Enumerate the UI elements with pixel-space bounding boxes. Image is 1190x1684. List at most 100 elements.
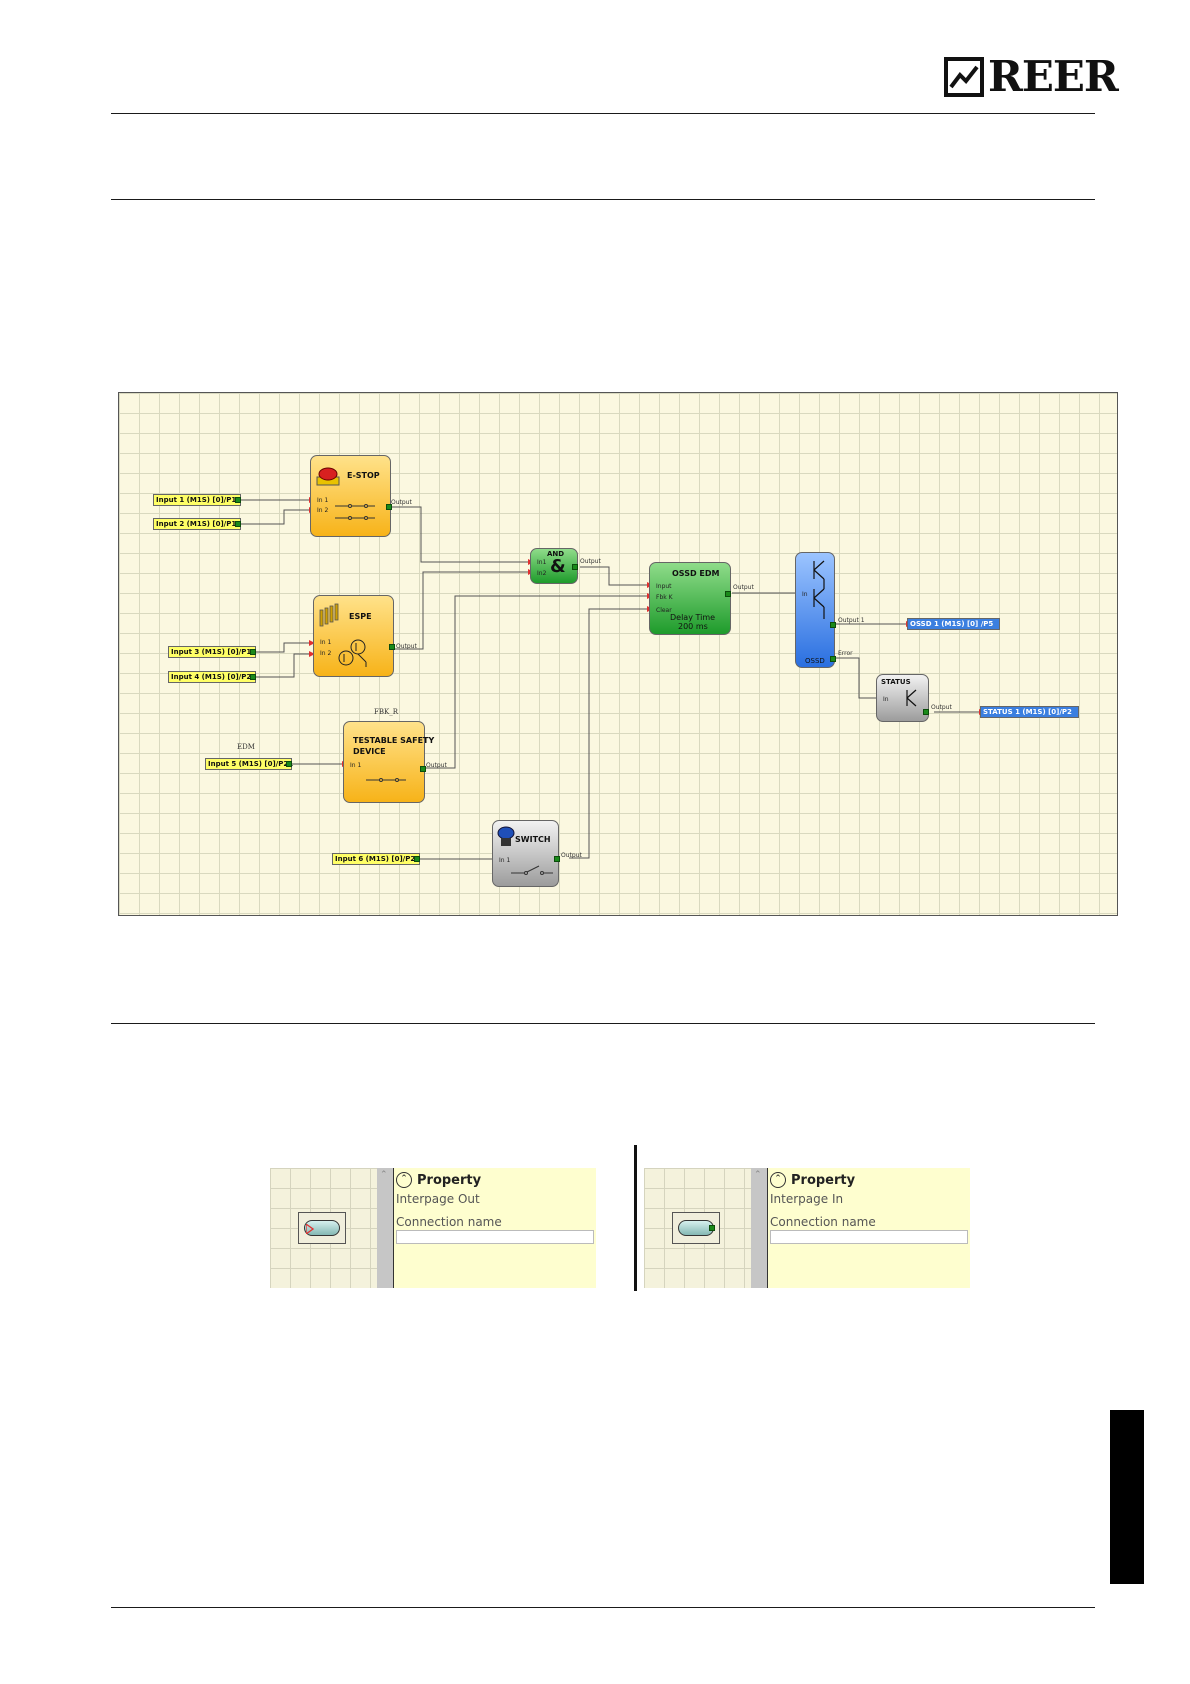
ossd-edm-port-fbk: Fbk K [656,594,673,601]
ossd-output1-label: Output 1 [838,617,865,624]
espe-output-label: Output [396,643,417,650]
status-output-tag[interactable]: STATUS 1 (M1S) [0]/P2 [980,706,1079,718]
ossd-port-in: In [802,591,808,598]
estop-contacts-icon [335,504,375,520]
switch-title: SWITCH [515,835,551,844]
property-panel: ⌃ Property Interpage In Connection name [768,1168,970,1288]
input-tag-1[interactable]: Input 1 (M1S) [0]/P17 [153,494,241,506]
estop-output-label: Output [391,499,412,506]
testable-output-label: Output [426,762,447,769]
testable-title-line1: TESTABLE SAFETY [353,736,435,745]
ossd-edm-delay-label: Delay Time [670,613,716,622]
property-title: Property [791,1172,856,1188]
testable-output-terminal [420,766,426,772]
contact-icon [366,778,406,782]
ossd-edm-output-label: Output [733,584,754,591]
input-terminal-6 [414,856,420,862]
and-output-terminal [572,564,578,570]
switch-block[interactable]: SWITCH In 1 [492,820,560,887]
estop-block[interactable]: E-STOP In 1 In 2 [310,455,392,537]
mushroom-button-icon [497,826,515,846]
espe-output-terminal [389,644,395,650]
connection-name-input[interactable] [396,1230,594,1244]
status-transistor-icon [906,689,917,707]
scroll-up-icon[interactable]: ⌃ [380,1170,388,1180]
property-type-label: Interpage Out [396,1192,480,1206]
input-tag-5[interactable]: Input 5 (M1S) [0]/P21 [205,758,293,770]
ossd-output-tag[interactable]: OSSD 1 (M1S) [0] /P5 [907,618,1000,630]
testable-title-line2: DEVICE [353,747,386,756]
interpage-out-node[interactable] [298,1212,346,1244]
ossd-edm-output-terminal [725,591,731,597]
interpage-in-terminal [709,1225,715,1231]
input-terminal-1 [235,497,241,503]
espe-port-in1: In 1 [320,639,332,646]
ossd-edm-block[interactable]: OSSD EDM Input Fbk K Clear Delay Time 20… [649,562,731,635]
interpage-in-node[interactable] [672,1212,720,1244]
transistor-icon [338,639,367,667]
estop-port-in2: In 2 [317,507,329,514]
interpage-out-canvas[interactable] [270,1168,377,1288]
input-tag-2[interactable]: Input 2 (M1S) [0]/P18 [153,518,241,530]
switch-port-in1: In 1 [499,857,511,864]
footer-rule [111,1607,1095,1608]
input-tag-6[interactable]: Input 6 (M1S) [0]/P22 [332,853,420,865]
estop-output-terminal [386,504,392,510]
estop-icon [316,467,340,486]
property-panel: ⌃ Property Interpage Out Connection name [394,1168,596,1288]
espe-block[interactable]: ESPE In 1 In 2 [313,595,395,677]
and-output-label: Output [580,558,601,565]
connection-name-label: Connection name [396,1215,502,1229]
ossd-output1-terminal [830,622,836,628]
interpage-in-panel: ⌃ ⌃ Property Interpage In Connection nam… [644,1168,970,1288]
connection-name-input[interactable] [770,1230,968,1244]
ossd-error-label: Error [838,650,853,657]
espe-port-in2: In 2 [320,650,332,657]
testable-device-block[interactable]: TESTABLE SAFETY DEVICE In 1 [343,721,434,803]
input-tag-3[interactable]: Input 3 (M1S) [0]/P19 [168,646,256,658]
logic-diagram-canvas[interactable]: Input 1 (M1S) [0]/P17 Input 2 (M1S) [0]/… [118,392,1118,916]
interpage-out-panel: ⌃ ⌃ Property Interpage Out Connection na… [270,1168,596,1288]
logo-text: REER [988,52,1119,101]
scrollbar[interactable]: ⌃ [751,1168,768,1288]
scroll-up-icon[interactable]: ⌃ [754,1170,762,1180]
interpage-arrow-icon [306,1224,314,1234]
input-terminal-5 [286,761,292,767]
header-rule [111,113,1095,114]
section-rule [111,199,1095,200]
reer-logo: REER [944,52,1119,101]
and-title: AND [547,550,565,558]
property-title: Property [417,1172,482,1188]
switch-output-label: Output [561,852,582,859]
collapse-icon[interactable]: ⌃ [396,1172,412,1188]
and-symbol: & [550,556,566,577]
switch-contact-icon [511,865,553,875]
and-port-in2: In2 [537,570,547,577]
diagram-wires [241,497,985,862]
scrollbar[interactable]: ⌃ [377,1168,394,1288]
ossd-edm-port-input: Input [656,583,672,590]
switch-output-terminal [554,856,560,862]
panel-separator [634,1145,637,1291]
interpage-in-canvas[interactable] [644,1168,751,1288]
ossd-error-terminal [830,656,836,662]
section-rule-2 [111,1023,1095,1024]
input-tag-4[interactable]: Input 4 (M1S) [0]/P20 [168,671,256,683]
reer-logo-icon [944,57,984,97]
ossd-edm-delay-value: 200 ms [678,622,708,631]
and-port-in1: In1 [537,559,547,566]
input-terminal-2 [235,521,241,527]
section-tab [1110,1410,1144,1584]
input-terminal-4 [250,674,256,680]
collapse-icon[interactable]: ⌃ [770,1172,786,1188]
input-terminal-3 [250,649,256,655]
and-block[interactable]: AND & In1 In2 [530,548,578,584]
estop-title: E-STOP [347,471,380,480]
status-output-label: Output [931,704,952,711]
espe-title: ESPE [349,612,372,621]
edm-label: EDM [237,743,255,751]
ossd-edm-title: OSSD EDM [672,569,720,578]
ossd-block[interactable]: In OSSD [795,552,836,668]
status-block[interactable]: STATUS In [876,674,929,722]
connection-name-label: Connection name [770,1215,876,1229]
